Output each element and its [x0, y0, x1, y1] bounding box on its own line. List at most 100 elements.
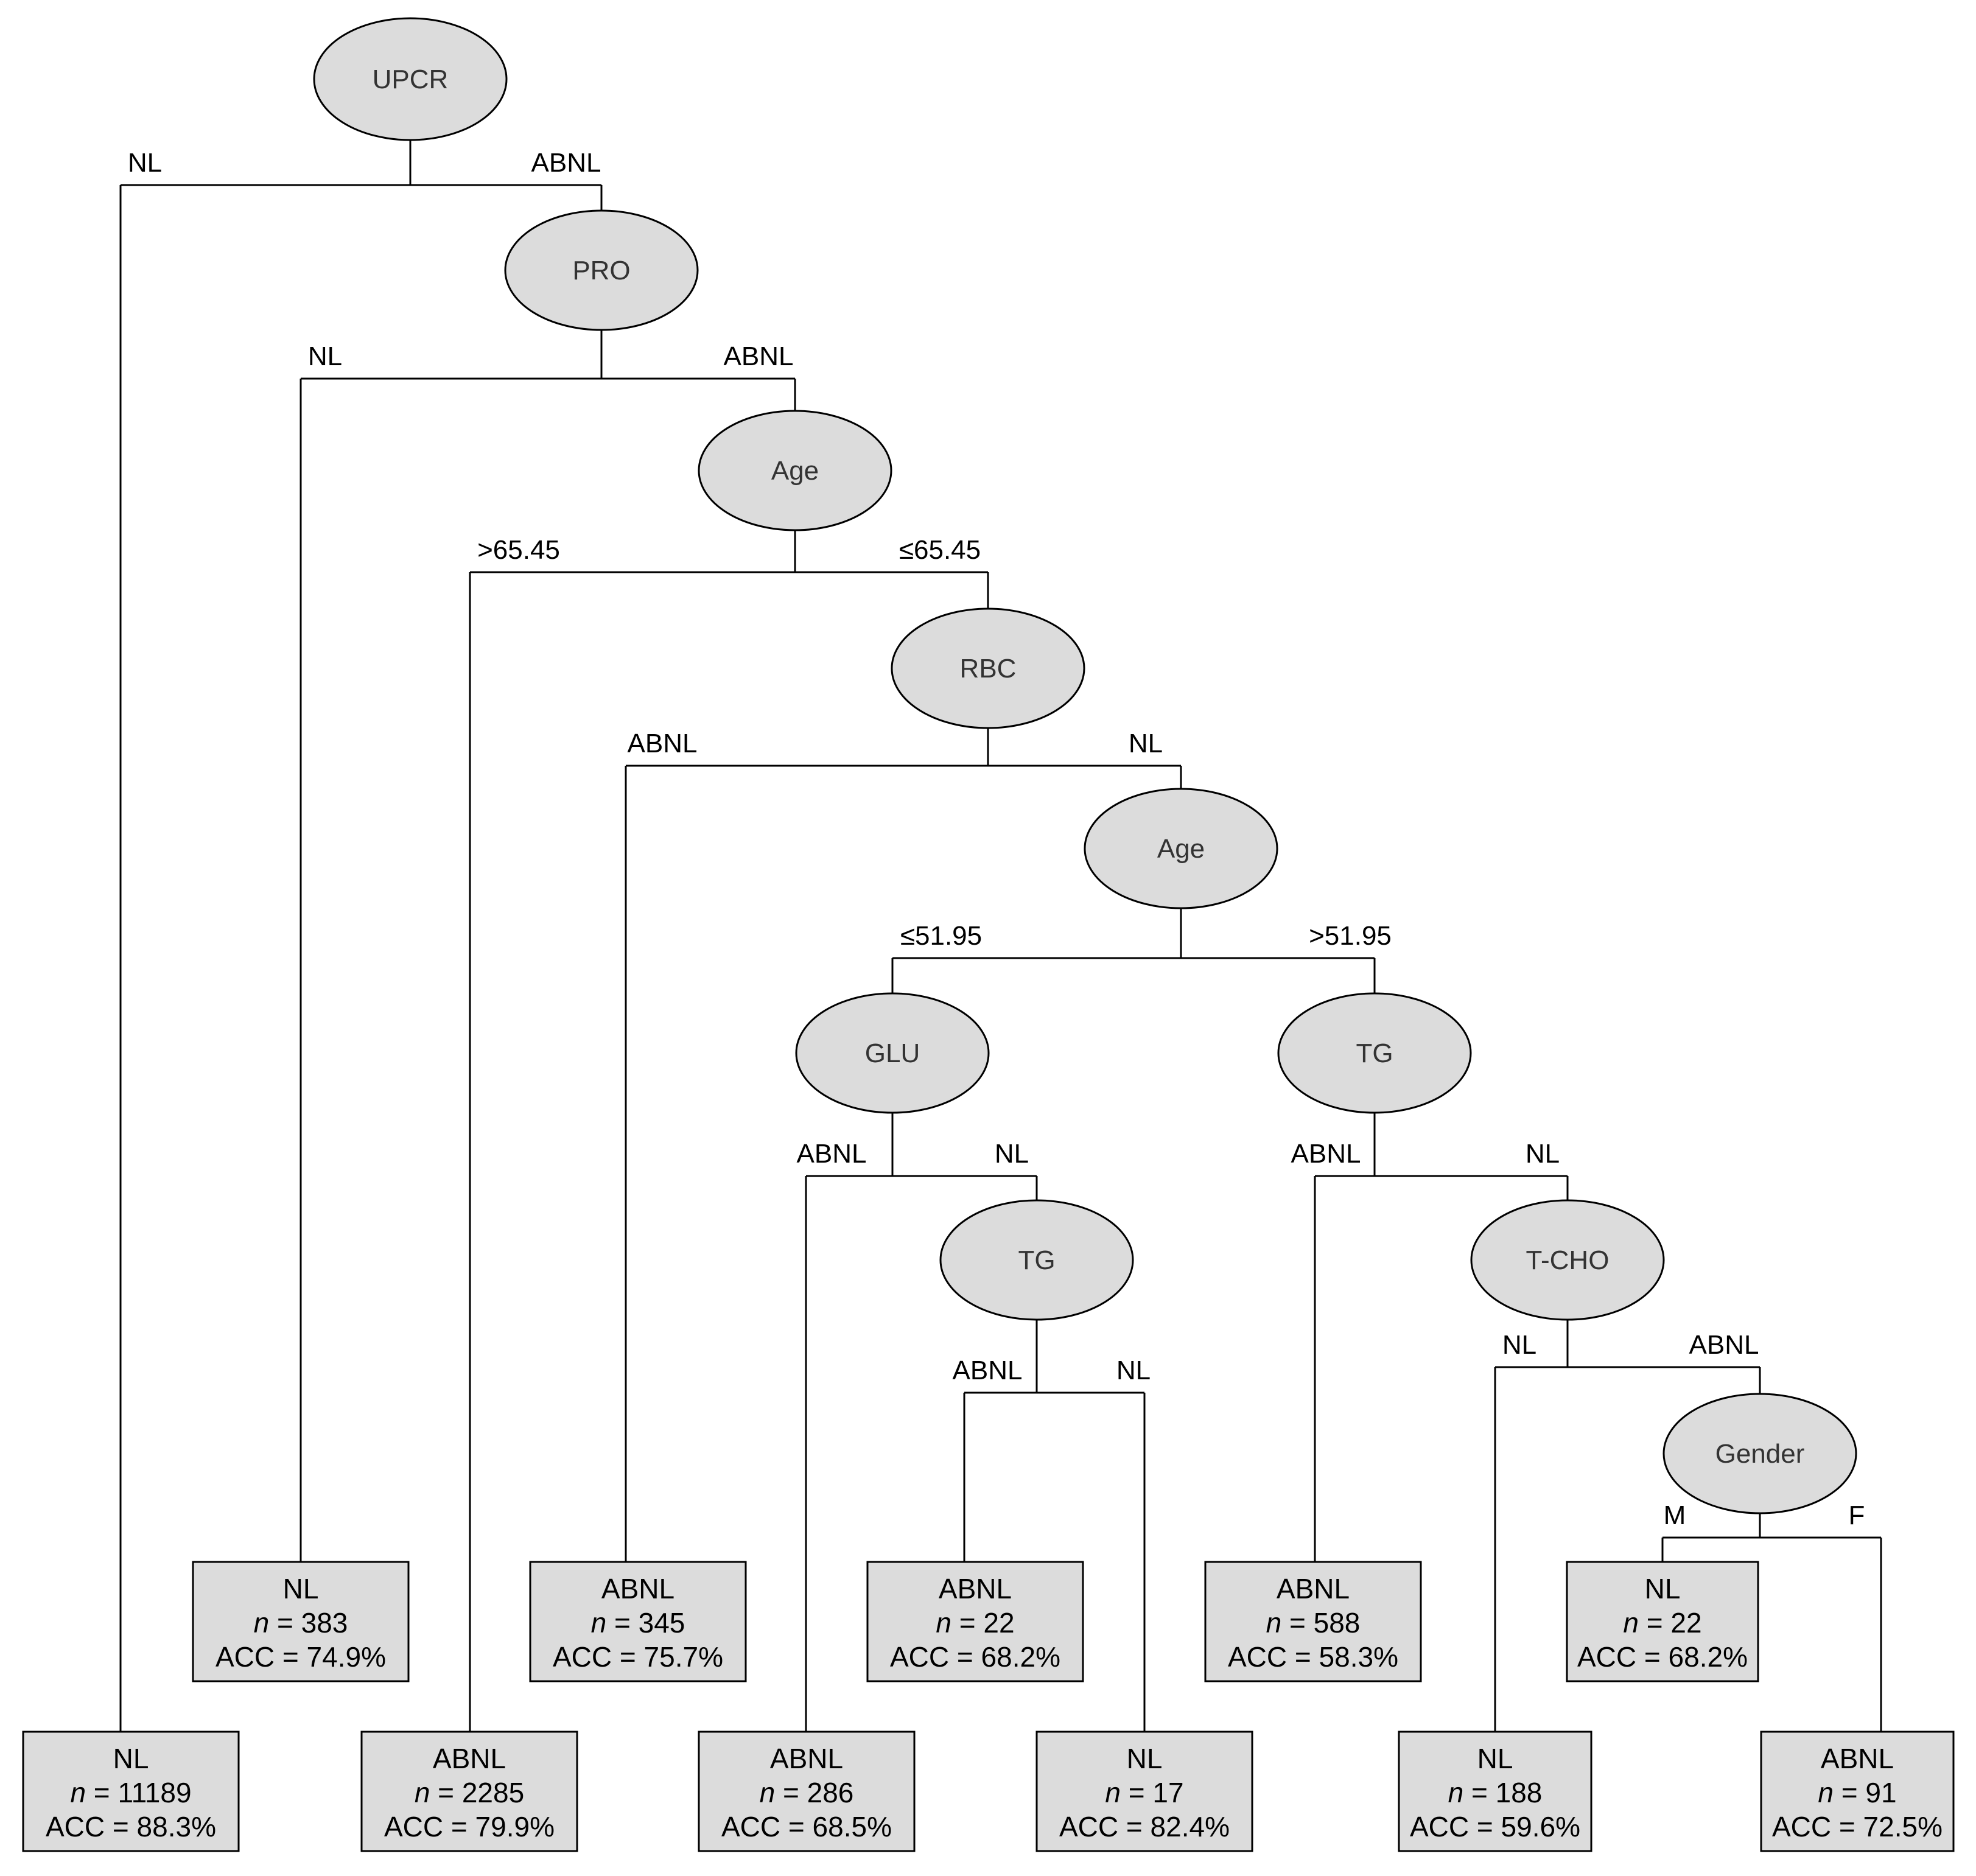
edge-age-1	[469, 530, 989, 1732]
branch-label-tg-left-right: NL	[1116, 1356, 1151, 1385]
node-label: T-CHO	[1526, 1245, 1610, 1275]
leaf-count: n = 2285	[415, 1777, 524, 1808]
leaf-class: ABNL	[601, 1573, 674, 1605]
leaf-count: n = 22	[936, 1607, 1014, 1639]
leaf-count: n = 17	[1105, 1777, 1183, 1808]
leaf-tg-left-abnl: ABNL n = 22 ACC = 68.2%	[866, 1561, 1084, 1682]
leaf-count: n = 588	[1266, 1607, 1361, 1639]
leaf-count-symbol: n	[415, 1777, 430, 1808]
leaf-count-symbol: n	[1623, 1607, 1639, 1639]
node-label: Age	[1157, 834, 1205, 864]
leaf-gender-f: ABNL n = 91 ACC = 72.5%	[1760, 1731, 1955, 1852]
leaf-upcr-nl: NL n = 11189 ACC = 88.3%	[22, 1731, 240, 1852]
leaf-accuracy: ACC = 68.5%	[721, 1811, 892, 1843]
leaf-count-value: = 2285	[430, 1777, 524, 1808]
leaf-count-value: = 345	[606, 1607, 685, 1639]
branch-label-tg-left-left: ABNL	[953, 1356, 1023, 1385]
edge-tg-left	[963, 1320, 1146, 1732]
leaf-count-value: = 286	[775, 1777, 853, 1808]
leaf-count: n = 286	[760, 1777, 854, 1808]
leaf-age1-abnl: ABNL n = 2285 ACC = 79.9%	[360, 1731, 578, 1852]
node-tcho: T-CHO	[1470, 1199, 1665, 1321]
branch-label-upcr-left: NL	[128, 148, 162, 178]
edge-upcr	[119, 140, 603, 1732]
leaf-count: n = 383	[254, 1607, 348, 1639]
leaf-class: NL	[113, 1743, 149, 1774]
leaf-count-value: = 22	[1639, 1607, 1702, 1639]
node-label: GLU	[865, 1038, 920, 1068]
node-pro: PRO	[504, 209, 699, 331]
leaf-accuracy: ACC = 68.2%	[1577, 1641, 1748, 1673]
edge-rbc	[625, 728, 1182, 1562]
leaf-accuracy: ACC = 68.2%	[890, 1641, 1060, 1673]
leaf-count-symbol: n	[70, 1777, 86, 1808]
node-label: Gender	[1715, 1439, 1805, 1469]
node-label: Age	[771, 456, 819, 486]
leaf-count-value: = 588	[1281, 1607, 1360, 1639]
leaf-pro-nl: NL n = 383 ACC = 74.9%	[192, 1561, 410, 1682]
branch-label-rbc-left: ABNL	[628, 729, 698, 758]
branch-label-pro-right: ABNL	[724, 341, 794, 371]
branch-label-tcho-left: NL	[1502, 1330, 1536, 1360]
leaf-count-symbol: n	[760, 1777, 776, 1808]
branch-label-age2-left: ≤51.95	[900, 921, 982, 951]
leaf-accuracy: ACC = 74.9%	[215, 1641, 386, 1673]
leaf-count-symbol: n	[1266, 1607, 1282, 1639]
leaf-rbc-abnl: ABNL n = 345 ACC = 75.7%	[529, 1561, 747, 1682]
leaf-count-value: = 383	[269, 1607, 348, 1639]
leaf-class: ABNL	[1277, 1573, 1350, 1605]
leaf-count: n = 345	[591, 1607, 685, 1639]
leaf-accuracy: ACC = 82.4%	[1059, 1811, 1230, 1843]
leaf-accuracy: ACC = 75.7%	[553, 1641, 723, 1673]
branch-label-age1-right: ≤65.45	[899, 535, 981, 565]
leaf-count-value: = 11189	[86, 1777, 192, 1808]
leaf-count-symbol: n	[254, 1607, 270, 1639]
edge-age-2	[891, 908, 1376, 993]
leaf-count: n = 91	[1818, 1777, 1896, 1808]
leaf-tg-right-abnl: ABNL n = 588 ACC = 58.3%	[1204, 1561, 1422, 1682]
leaf-class: ABNL	[1821, 1743, 1894, 1774]
node-age-1: Age	[698, 410, 892, 531]
leaf-count: n = 188	[1448, 1777, 1543, 1808]
node-label: UPCR	[373, 65, 449, 94]
node-label: PRO	[572, 256, 630, 285]
node-gender: Gender	[1662, 1393, 1857, 1514]
leaf-accuracy: ACC = 58.3%	[1228, 1641, 1398, 1673]
leaf-count: n = 22	[1623, 1607, 1701, 1639]
leaf-count-symbol: n	[1818, 1777, 1834, 1808]
leaf-count-symbol: n	[1448, 1777, 1464, 1808]
branch-label-tg-right-left: ABNL	[1291, 1139, 1361, 1169]
leaf-count: n = 11189	[70, 1777, 191, 1808]
leaf-accuracy: ACC = 88.3%	[46, 1811, 216, 1843]
node-label: RBC	[960, 654, 1017, 684]
branch-label-upcr-right: ABNL	[531, 148, 601, 178]
leaf-accuracy: ACC = 72.5%	[1772, 1811, 1943, 1843]
leaf-accuracy: ACC = 79.9%	[384, 1811, 555, 1843]
leaf-count-value: = 17	[1121, 1777, 1184, 1808]
leaf-class: ABNL	[433, 1743, 506, 1774]
leaf-count-value: = 188	[1463, 1777, 1542, 1808]
leaf-class: NL	[1127, 1743, 1163, 1774]
node-tg-left: TG	[939, 1199, 1134, 1321]
leaf-count-symbol: n	[591, 1607, 607, 1639]
branch-label-age2-right: >51.95	[1309, 921, 1392, 951]
leaf-gender-m: NL n = 22 ACC = 68.2%	[1566, 1561, 1759, 1682]
branch-label-age1-left: >65.45	[477, 535, 560, 565]
branch-label-tcho-right: ABNL	[1689, 1330, 1759, 1360]
branch-label-gender-right: F	[1849, 1500, 1865, 1530]
edge-pro	[300, 330, 796, 1562]
leaf-count-symbol: n	[1105, 1777, 1121, 1808]
node-rbc: RBC	[891, 607, 1085, 729]
leaf-tcho-nl: NL n = 188 ACC = 59.6%	[1398, 1731, 1592, 1852]
branch-label-tg-right-right: NL	[1526, 1139, 1560, 1169]
node-glu: GLU	[795, 992, 990, 1114]
leaf-accuracy: ACC = 59.6%	[1410, 1811, 1580, 1843]
tree-connectors	[119, 140, 1882, 1732]
leaf-tg-left-nl: NL n = 17 ACC = 82.4%	[1035, 1731, 1253, 1852]
node-label: TG	[1356, 1038, 1393, 1068]
leaf-count-value: = 22	[951, 1607, 1015, 1639]
branch-label-pro-left: NL	[308, 341, 342, 371]
leaf-class: ABNL	[939, 1573, 1012, 1605]
node-tg-right: TG	[1277, 992, 1472, 1114]
